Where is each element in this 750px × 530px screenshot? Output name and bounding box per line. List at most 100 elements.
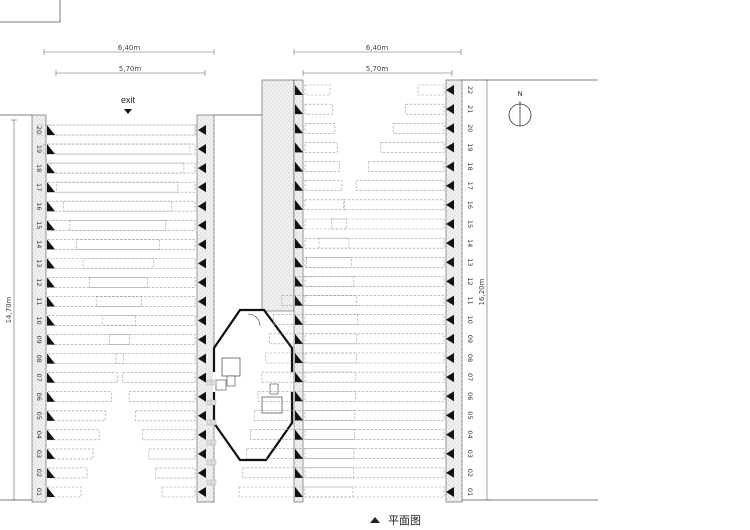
row-number-right: 14	[466, 239, 474, 247]
bench	[306, 256, 445, 268]
row-number-left: 15	[35, 221, 43, 229]
column-marker	[47, 410, 55, 421]
column-marker	[47, 487, 55, 497]
column-marker	[47, 448, 55, 459]
row-number-right: 03	[466, 450, 474, 458]
row-number-right: 01	[466, 488, 474, 496]
column-marker	[47, 429, 55, 440]
column-marker	[446, 448, 454, 459]
column-marker	[198, 372, 206, 383]
row-number-left: 13	[35, 259, 43, 267]
bench	[115, 353, 196, 364]
left-wall	[31, 114, 47, 503]
row-number-right: 11	[466, 296, 474, 304]
column-marker	[47, 163, 55, 174]
column-marker	[47, 296, 55, 307]
column-marker	[446, 142, 454, 153]
row-number-left: 07	[35, 374, 43, 382]
column-marker	[198, 410, 206, 421]
bench	[47, 143, 191, 155]
bench	[392, 122, 445, 134]
wall-fixture	[210, 459, 217, 466]
frame-corner	[0, 0, 61, 23]
column-marker	[295, 104, 303, 115]
bench	[304, 486, 354, 498]
column-marker	[446, 314, 454, 325]
row-number-right: 10	[466, 316, 474, 324]
bench	[304, 218, 347, 230]
row-number-right: 17	[466, 182, 474, 190]
bench	[304, 237, 350, 249]
row-number-right: 04	[466, 430, 474, 438]
row-number-right: 05	[466, 411, 474, 419]
row-number-right: 02	[466, 469, 474, 477]
row-number-left: 12	[35, 278, 43, 286]
column-marker	[446, 276, 454, 287]
column-marker	[47, 239, 55, 250]
bench	[304, 333, 358, 345]
bench	[246, 448, 445, 460]
column-marker	[47, 144, 55, 155]
dim-left-inner: 5,70m	[119, 65, 142, 73]
column-marker	[446, 161, 454, 172]
column-marker	[198, 353, 206, 364]
bench	[148, 448, 196, 460]
column-marker	[198, 391, 206, 402]
bench	[304, 84, 331, 96]
column-marker	[295, 123, 303, 134]
row-number-right: 09	[466, 335, 474, 343]
bench	[47, 124, 197, 136]
column-marker	[295, 295, 303, 306]
center-left-wall	[196, 114, 215, 503]
wall-fixture	[210, 379, 217, 386]
column-marker	[198, 125, 206, 135]
column-marker	[47, 277, 55, 288]
bench	[95, 296, 196, 307]
row-number-left: 05	[35, 412, 43, 420]
bench	[102, 315, 196, 326]
dim-left-height: 14,70m	[5, 296, 13, 323]
column-marker	[47, 372, 55, 383]
row-number-right: 13	[466, 258, 474, 266]
bench	[304, 410, 356, 421]
row-number-left: 14	[35, 240, 43, 248]
bench	[47, 296, 142, 307]
row-number-right: 22	[466, 86, 474, 94]
bench	[304, 295, 357, 306]
bench	[76, 239, 196, 250]
bench	[89, 277, 196, 288]
bench	[343, 199, 445, 211]
column-marker	[198, 487, 206, 497]
bench	[47, 239, 160, 250]
bench	[304, 429, 355, 440]
column-marker	[47, 258, 55, 269]
dimension-lines	[11, 49, 490, 501]
column-marker	[295, 333, 303, 344]
row-number-right: 08	[466, 354, 474, 362]
row-number-left: 10	[35, 316, 43, 324]
row-number-right: 07	[466, 373, 474, 381]
bench	[304, 448, 355, 460]
bench	[242, 467, 445, 479]
row-number-right: 12	[466, 277, 474, 285]
column-marker	[446, 123, 454, 134]
column-marker	[47, 334, 55, 345]
bench	[109, 334, 196, 345]
bench	[47, 448, 94, 460]
bench	[47, 219, 167, 231]
bench	[155, 467, 196, 479]
column-markers	[47, 85, 454, 497]
row-number-left: 09	[35, 335, 43, 343]
column-marker	[198, 182, 206, 193]
column-marker	[295, 353, 303, 363]
column-marker	[446, 333, 454, 344]
bench	[304, 180, 343, 192]
bench	[304, 467, 354, 479]
column-marker	[295, 142, 303, 153]
column-marker	[446, 238, 454, 249]
bench	[304, 352, 357, 364]
bench	[304, 199, 345, 211]
bench	[122, 372, 196, 383]
column-marker	[446, 199, 454, 210]
